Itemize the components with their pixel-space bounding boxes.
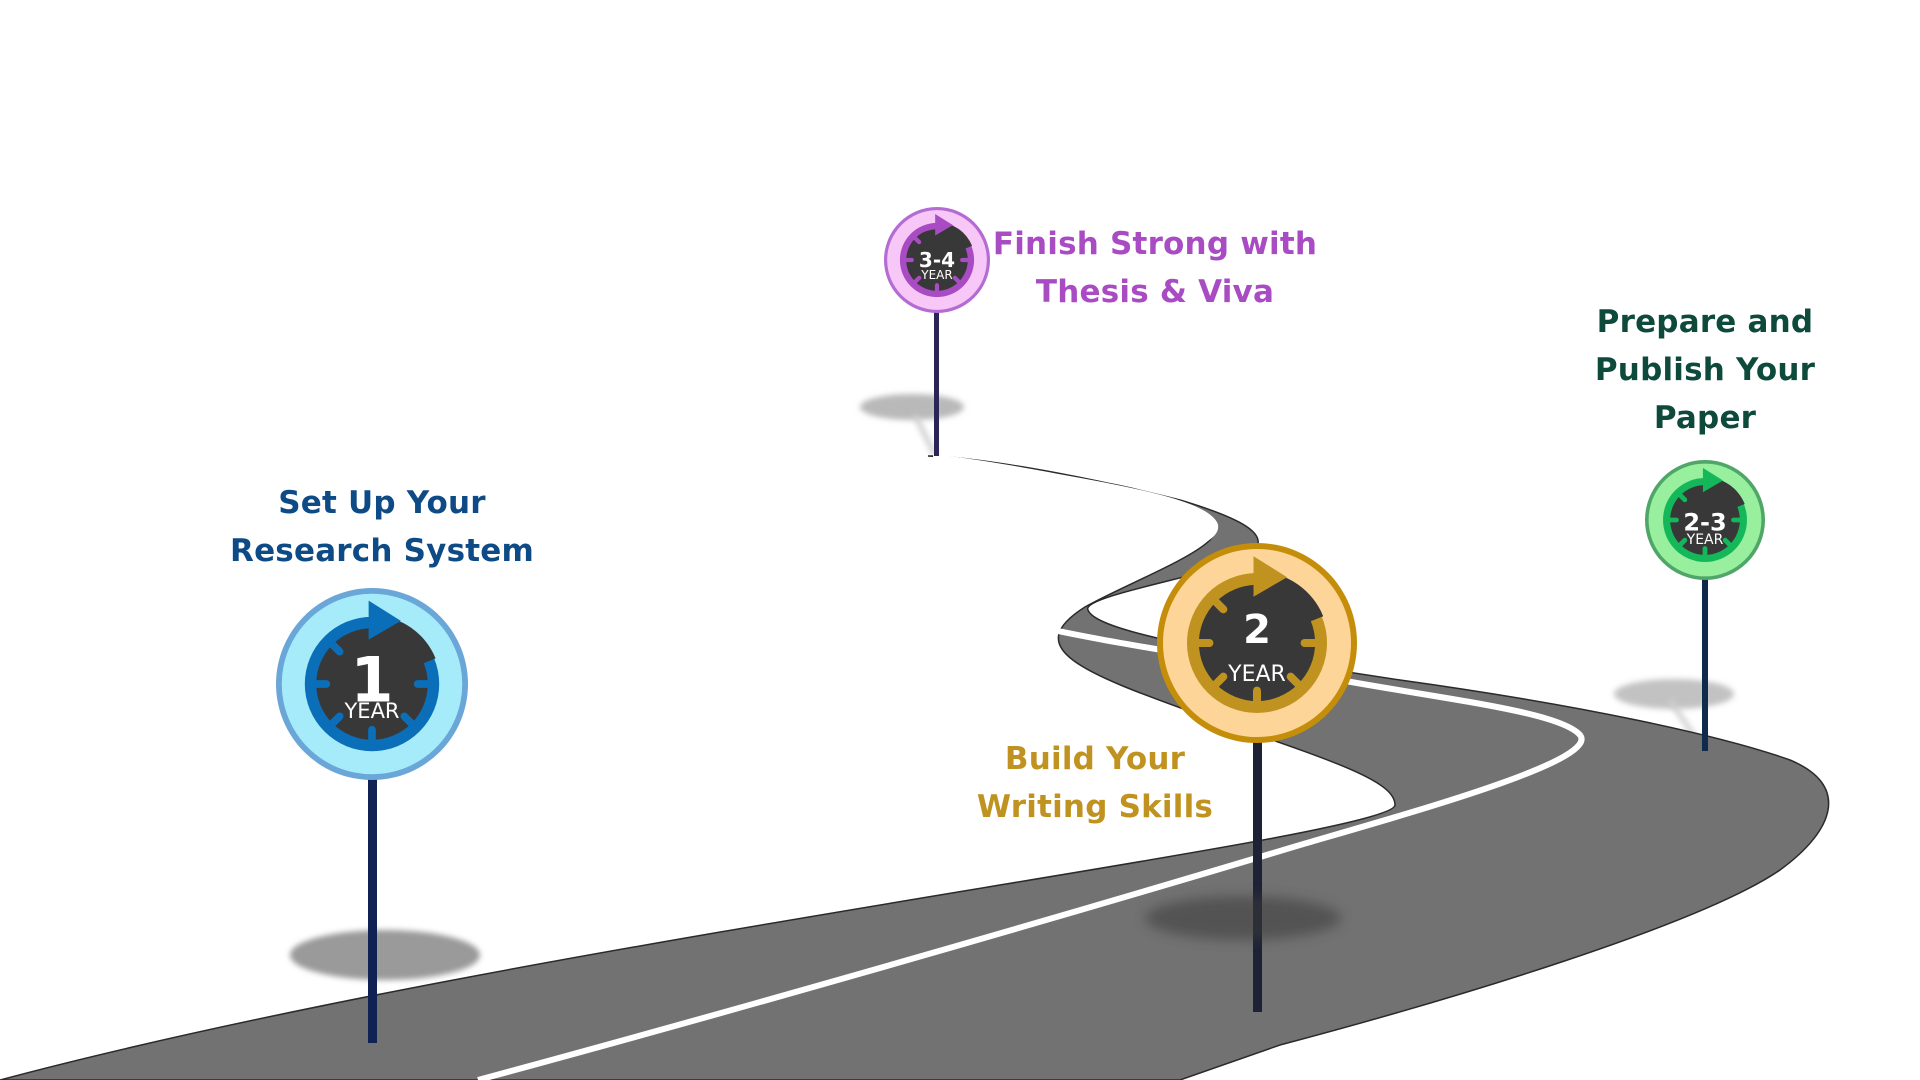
clock-face [906,229,968,291]
arrow-icon [1702,467,1724,493]
clock-face [1198,584,1316,702]
sign-pole-year-3-4 [934,300,939,456]
label-line: Finish Strong with [992,226,1318,262]
label-line: Set Up Your [278,485,486,521]
sign-pole-year-2 [1253,730,1262,1012]
road-surface [0,455,1830,1080]
label-line: Prepare and [1596,304,1814,340]
badge-unit: YEAR [920,268,952,282]
arrow-icon [368,600,401,640]
milestone-label-year-2-3: Prepare and Publish Your Paper [1570,298,1840,442]
sign-pole-year-2-3 [1702,575,1708,751]
label-line: Research System [230,533,534,569]
clock-ticks [1666,492,1744,559]
badge-number: 2-3 [1683,508,1726,536]
milestone-label-year-3-4: Finish Strong with Thesis & Viva [990,220,1320,316]
milestone-label-year-1: Set Up Your Research System [222,479,542,575]
badge-unit: YEAR [343,699,399,723]
label-line: Paper [1653,400,1757,436]
pole-shadow-year-3-4 [860,394,964,457]
clock-ticks [1193,596,1321,707]
arrow-icon [935,213,953,236]
label-line: Build Your [1004,741,1186,777]
badge-unit: YEAR [1686,532,1724,548]
label-line: Writing Skills [976,789,1214,825]
sign-pole-year-1 [368,760,377,1043]
label-line: Publish Your [1594,352,1816,388]
label-line: Thesis & Viva [1035,274,1275,310]
milestone-label-year-2: Build Your Writing Skills [950,735,1240,831]
arrow-icon [1253,556,1288,597]
pole-shadow-year-1 [290,930,480,980]
badge-number: 1 [350,644,393,717]
badge-number: 2 [1243,607,1271,653]
badge-unit: YEAR [1227,662,1286,687]
clock-face [316,628,428,740]
clock-ticks [903,235,971,294]
badge-number: 3-4 [919,248,955,272]
clock-ticks [311,639,433,745]
pole-shadow-year-2 [1145,896,1341,940]
clock-face [1670,485,1740,555]
